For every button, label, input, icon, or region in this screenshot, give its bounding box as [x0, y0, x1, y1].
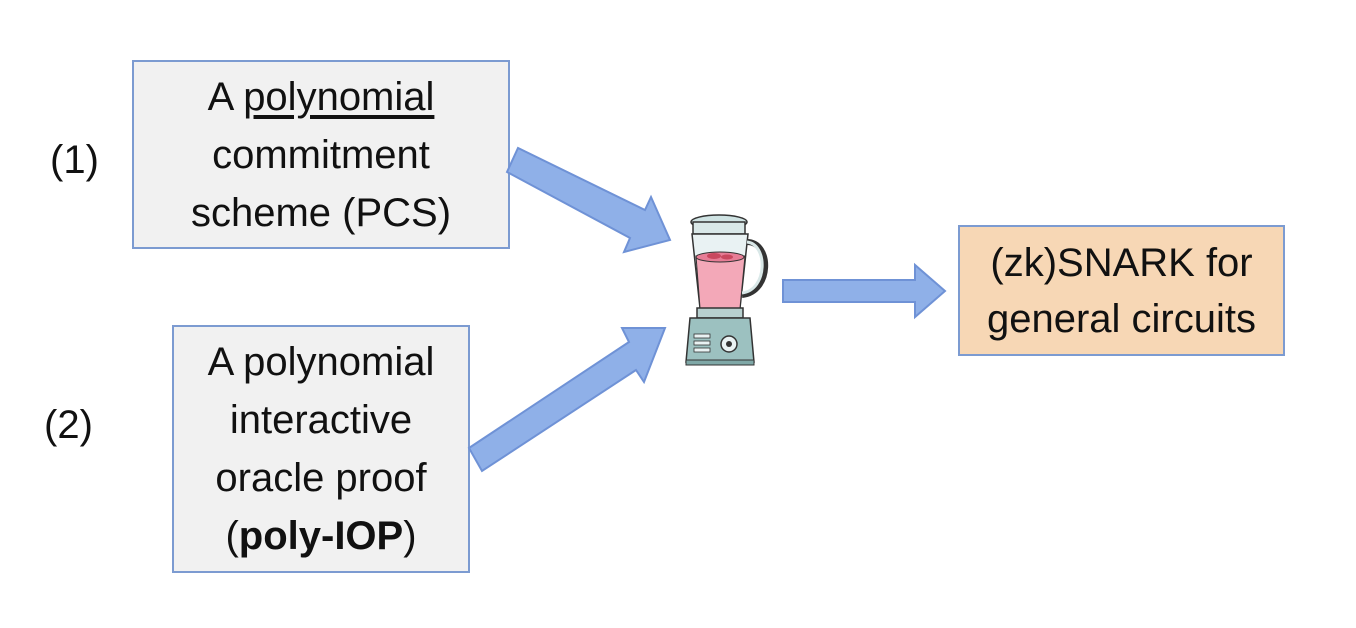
- iop-box: A polynomial interactive oracle proof (p…: [172, 325, 470, 573]
- pcs-line-1-prefix: A: [207, 74, 244, 119]
- snark-box: (zk)SNARK for general circuits: [958, 225, 1285, 356]
- iop-line-4-bold: poly-IOP: [238, 514, 404, 558]
- iop-line-4-open: (: [225, 514, 239, 558]
- label-one: (1): [50, 138, 99, 182]
- label-two: (2): [44, 403, 93, 447]
- pcs-line-1-emph: polynomial: [243, 74, 435, 119]
- iop-line-1: A polynomial: [207, 340, 435, 384]
- pcs-line-1: A polynomial: [208, 68, 435, 126]
- snark-line-2: general circuits: [986, 296, 1256, 341]
- arrow-blender-to-snark: [782, 262, 947, 320]
- arrow-pcs-to-blender: [505, 146, 672, 254]
- iop-line-2: interactive: [229, 398, 413, 442]
- pcs-line-2: commitment: [212, 132, 430, 177]
- iop-line-4: (poly-IOP): [225, 507, 416, 565]
- snark-line-1: (zk)SNARK for: [990, 240, 1253, 285]
- iop-line-3: oracle proof: [215, 456, 427, 500]
- blender-icon: [685, 214, 769, 366]
- iop-line-4-close: ): [403, 514, 417, 558]
- arrow-iop-to-blender: [467, 327, 667, 473]
- pcs-box: A polynomial commitment scheme (PCS): [132, 60, 510, 249]
- pcs-line-3: scheme (PCS): [190, 190, 452, 235]
